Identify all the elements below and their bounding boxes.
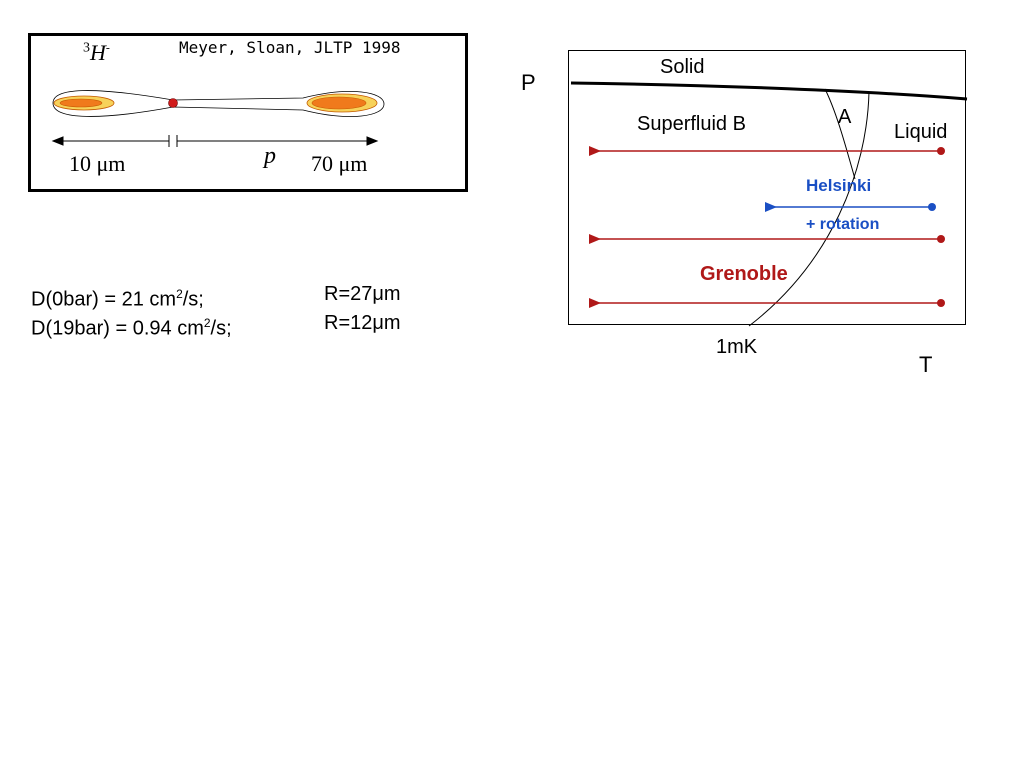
superfluid-transition-line: [748, 91, 870, 327]
right-bubble-core: [311, 96, 367, 110]
grenoble-start-dot-3: [937, 299, 945, 307]
dim-symbol-p: p: [264, 143, 276, 169]
left-bubble-core: [59, 98, 103, 108]
ab-transition-line: [824, 88, 856, 180]
helsinki-label: Helsinki: [806, 176, 872, 195]
phase-diagram: Solid Superfluid B A Liquid Helsinki + r…: [568, 50, 968, 327]
rotation-label: + rotation: [806, 216, 880, 233]
reference-citation: Meyer, Sloan, JLTP 1998: [179, 38, 401, 57]
ion-bubble-panel: 3H- Meyer, Sloan, JLTP 1998 10 μm p 70 μ…: [28, 33, 468, 192]
helsinki-start-dot: [928, 203, 936, 211]
diffusion-row-19bar: D(19bar) = 0.94 cm2/s;: [31, 316, 232, 340]
ion-center-dot: [168, 98, 178, 108]
grenoble-label: Grenoble: [700, 263, 788, 285]
dim-left-label: 10 μm: [69, 151, 126, 176]
phase-diagram-lines: [570, 81, 968, 327]
dim-right-label: 70 μm: [311, 151, 368, 176]
radius-0bar: R=27μm: [324, 283, 401, 305]
temperature-axis-label: T: [919, 352, 933, 377]
superfluid-b-label: Superfluid B: [637, 113, 746, 135]
radius-19bar: R=12μm: [324, 312, 401, 334]
grenoble-start-dot-1: [937, 147, 945, 155]
ion-species-label: 3H-: [83, 40, 110, 65]
liquid-label: Liquid: [894, 121, 948, 143]
pressure-axis-label: P: [521, 70, 536, 95]
ion-outline: [52, 90, 385, 117]
dimension-arrows: [51, 135, 379, 147]
solid-label: Solid: [660, 56, 705, 78]
temperature-tick-1mk: 1mK: [716, 336, 758, 358]
ion-bubble-diagram: [51, 90, 385, 147]
melting-curve: [570, 81, 968, 101]
grenoble-start-dot-2: [937, 235, 945, 243]
a-phase-label: A: [838, 106, 852, 128]
diffusion-row-0bar: D(0bar) = 21 cm2/s;: [31, 287, 204, 311]
